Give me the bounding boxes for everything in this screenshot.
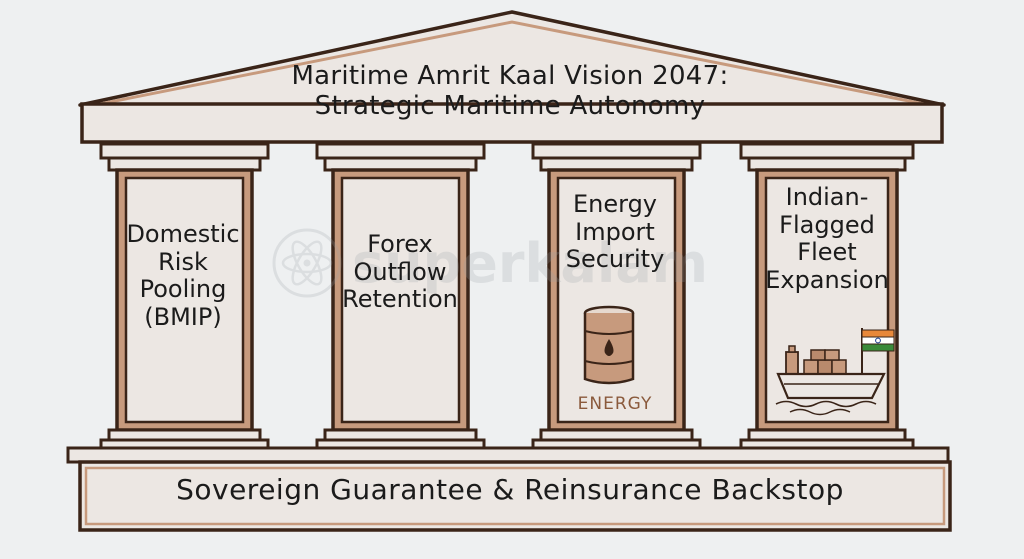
foundation-step <box>66 446 950 464</box>
pillar-4-line-1: Indian- <box>785 183 869 211</box>
pillar-3-capital-top <box>531 142 702 160</box>
pillar-3-line-1: Energy <box>572 190 658 218</box>
pillar-3-line-3: Security <box>565 245 665 274</box>
pillar-1-capital-bottom <box>107 156 262 172</box>
pillar-2-shaft-inner <box>340 176 461 424</box>
roof-title: Maritime Amrit Kaal Vision 2047: Strateg… <box>160 61 860 122</box>
pillar-1-line-2: Risk <box>158 247 208 276</box>
pillar-2-line-2: Outflow <box>353 257 447 286</box>
watermark-text: superkalam <box>352 231 709 295</box>
foundation-label: Sovereign Guarantee & Reinsurance Backst… <box>176 473 844 506</box>
oil-barrel-icon <box>583 305 635 385</box>
pillar-2 <box>315 142 486 452</box>
pillar-4-line-2: Flagged <box>779 210 875 239</box>
pillar-2-capital-top <box>315 142 486 160</box>
pillar-2-line-1: Forex <box>367 230 433 258</box>
pillar-4-line-3: Fleet <box>797 238 857 267</box>
pillar-2-capital-bottom <box>323 156 478 172</box>
foundation <box>66 446 952 532</box>
pillar-4-capital-top <box>739 142 915 160</box>
roof-title-line-2: Strategic Maritime Autonomy <box>314 90 706 121</box>
pillar-1-line-4: (BMIP) <box>144 302 222 331</box>
pillar-1-shaft-inner <box>124 176 245 424</box>
pillar-4-capital-bottom <box>747 156 907 172</box>
pillar-label-domestic-risk-pooling: Domestic Risk Pooling (BMIP) <box>113 220 253 331</box>
pillar-1 <box>99 142 270 452</box>
pillar-1-capital-top <box>99 142 270 160</box>
pillar-1-line-1: Domestic <box>126 220 240 248</box>
roof-entablature <box>80 102 944 144</box>
pillar-label-forex-outflow-retention: Forex Outflow Retention <box>330 230 470 314</box>
energy-barrel-label: ENERGY <box>577 394 653 414</box>
cargo-ship-with-indian-flag-icon <box>775 328 895 416</box>
pillar-3-capital-bottom <box>539 156 694 172</box>
pillar-label-indian-flagged-fleet: Indian- Flagged Fleet Expansion <box>752 183 902 294</box>
atom-icon <box>272 228 342 298</box>
foundation-slab <box>78 460 952 532</box>
foundation-slab-inner <box>84 466 946 526</box>
pillar-2-line-3: Retention <box>342 285 458 314</box>
pillar-4-line-4: Expansion <box>765 265 889 294</box>
pillar-3-line-2: Import <box>575 217 655 246</box>
pillar-label-energy-import-security: Energy Import Security <box>545 190 685 274</box>
roof <box>78 10 946 144</box>
watermark: superkalam <box>272 228 708 298</box>
roof-title-line-1: Maritime Amrit Kaal Vision 2047: <box>291 61 729 91</box>
pillar-1-line-3: Pooling <box>139 275 227 304</box>
